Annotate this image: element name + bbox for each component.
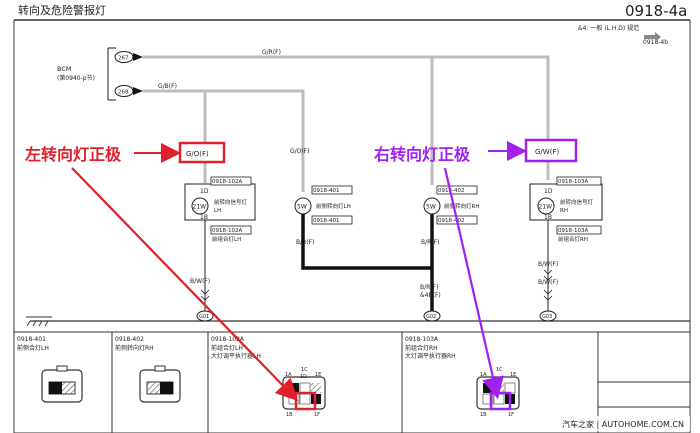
bcm-pin-top-label: 267 [118, 56, 129, 62]
page-code: 0918-4a [625, 2, 687, 20]
panel3-code: 0918-102A [211, 336, 245, 343]
fl-watt: 21W [193, 204, 207, 211]
fl-side: LH [214, 208, 221, 214]
ground-point-3 [539, 310, 557, 322]
wire-label-gb: G/B(F) [158, 83, 177, 90]
sr-connector-bottom: 0918-402 [438, 218, 464, 224]
bcm-pin-bottom-arrow-icon [133, 87, 143, 95]
fr-side: RH [560, 208, 568, 214]
annotation-right: 右转向灯正极 [374, 145, 471, 164]
panel1-connector-icon [41, 365, 83, 403]
p4-pin-c1: 1C [496, 367, 503, 373]
wire-gb [143, 89, 305, 192]
fl-pin-top: 1D [200, 188, 209, 195]
bcm-sublabel: (第0940-p节) [57, 74, 95, 82]
sr-watt: 5W [426, 204, 436, 211]
wire-label-go-left: G/O(F) [186, 150, 209, 158]
fl-assembly: 前组合灯LH [212, 235, 241, 243]
wire-label-bw-right1: B/W(F) [538, 261, 558, 268]
page-title: 转向及危险警报灯 [18, 3, 106, 17]
panel4-code: 0918-103A [405, 336, 439, 343]
fr-watt: 21W [539, 204, 553, 211]
p3-pin-b1: 1B [286, 412, 293, 418]
watermark: 汽车之家 | AUTOHOME.COM.CN [562, 419, 684, 429]
wire-black [301, 214, 432, 270]
ground-label-1: G01 [199, 314, 209, 320]
wire-label-br-mid2: B/R(F) [420, 284, 438, 291]
legend-line-1: &4: 一般 (L.H.D) 规范 [578, 24, 639, 32]
ground-point-2 [423, 310, 441, 322]
sl-connector-bottom: 0918-401 [313, 218, 339, 224]
ground-symbol-icon [26, 320, 49, 327]
annotation-left-long-arrow [71, 167, 299, 402]
fr-bulb-icon [537, 197, 555, 215]
ground-point-1 [196, 310, 214, 322]
ground-label-3: G03 [542, 314, 552, 320]
p3-pin-f1: 1F [314, 412, 320, 418]
fr-pin-top: 1D [544, 188, 553, 195]
panel2-connector-icon [139, 365, 181, 403]
wire-label-4b: &4B(F) [420, 292, 441, 299]
fr-connector-top: 0918-103A [558, 179, 588, 185]
fr-connector-bottom: 0918-103A [558, 228, 588, 234]
fr-pin-bottom: 1B [544, 214, 552, 221]
p3-pin-a1: 1A [285, 372, 292, 378]
wire-label-br-mid: B/R(F) [421, 239, 439, 246]
connector-panels [13, 331, 691, 433]
p4-pin-a1: 1A [480, 372, 487, 378]
bcm-label: BCM [57, 65, 72, 73]
p4-pin-b1: 1B [480, 412, 487, 418]
p3-pin-c1: 1C [301, 367, 308, 373]
panel3-name-2: 大灯调平执行器LH [211, 352, 261, 360]
component-front-right: 0918-103A 1D 21W 前转向信号灯 RH 1B 0918-103A … [529, 176, 603, 243]
fr-name: 前转向信号灯 [560, 198, 594, 206]
component-side-left: 0918-401 5W 前侧转向灯LH 0918-401 [294, 185, 353, 225]
sl-connector-top: 0918-401 [313, 188, 339, 194]
panel4-name-2: 大灯调平执行器RH [405, 352, 456, 360]
sl-name: 前侧转向灯LH [316, 202, 351, 210]
panel2-name: 前侧转向灯RH [115, 344, 154, 352]
annotation-left: 左转向灯正极 [24, 145, 122, 164]
bcm-pin-top-arrow-icon [133, 53, 143, 61]
wire-label-br-left: B/R(F) [296, 239, 314, 246]
wire-label-gr: G/R(F) [262, 49, 281, 56]
fl-bulb-icon [191, 197, 209, 215]
wire-label-bw-left: B/W(F) [190, 278, 210, 285]
wire-label-bw-right2: B/W(F) [538, 279, 558, 286]
wires-gray [143, 55, 550, 192]
legend-line-2: 0918-4b [643, 39, 668, 46]
fl-pin-bottom: 1B [200, 214, 208, 221]
p3-pin-d1: 1D [300, 374, 307, 380]
panel3-name-1: 前组合灯LH [211, 344, 243, 352]
panel2-code: 0918-402 [115, 336, 144, 343]
p3-pin-e1: 1E [315, 372, 321, 378]
panel1-name: 前侧合灯LH [17, 344, 49, 352]
p4-pin-e1: 1E [510, 372, 516, 378]
sr-bulb-icon [423, 197, 441, 215]
ground-label-2: G02 [426, 314, 436, 320]
component-front-left: 0918-102A 1D 21W 前转向信号灯 LH 1B 0918-102A … [184, 176, 256, 243]
continue-arrow-icon [644, 32, 661, 42]
fr-assembly: 前组合灯RH [558, 235, 588, 243]
sr-name: 前侧转向灯RH [444, 202, 479, 210]
bcm-pin-bottom-label: 268 [118, 90, 129, 96]
panel1-code: 0918-401 [17, 336, 46, 343]
sl-watt: 5W [297, 204, 307, 211]
wire-label-go-mid: G/O(F) [290, 148, 310, 155]
annotation-right-long-arrow [443, 167, 504, 400]
p4-pin-f1: 1F [508, 412, 514, 418]
fl-connector-bottom: 0918-102A [212, 228, 242, 234]
panel4-name-1: 前组合灯RH [405, 344, 438, 352]
wire-label-gw: G/W(F) [535, 148, 559, 156]
fl-name: 前转向信号灯 [214, 198, 248, 206]
fl-connector-top: 0918-102A [212, 179, 242, 185]
